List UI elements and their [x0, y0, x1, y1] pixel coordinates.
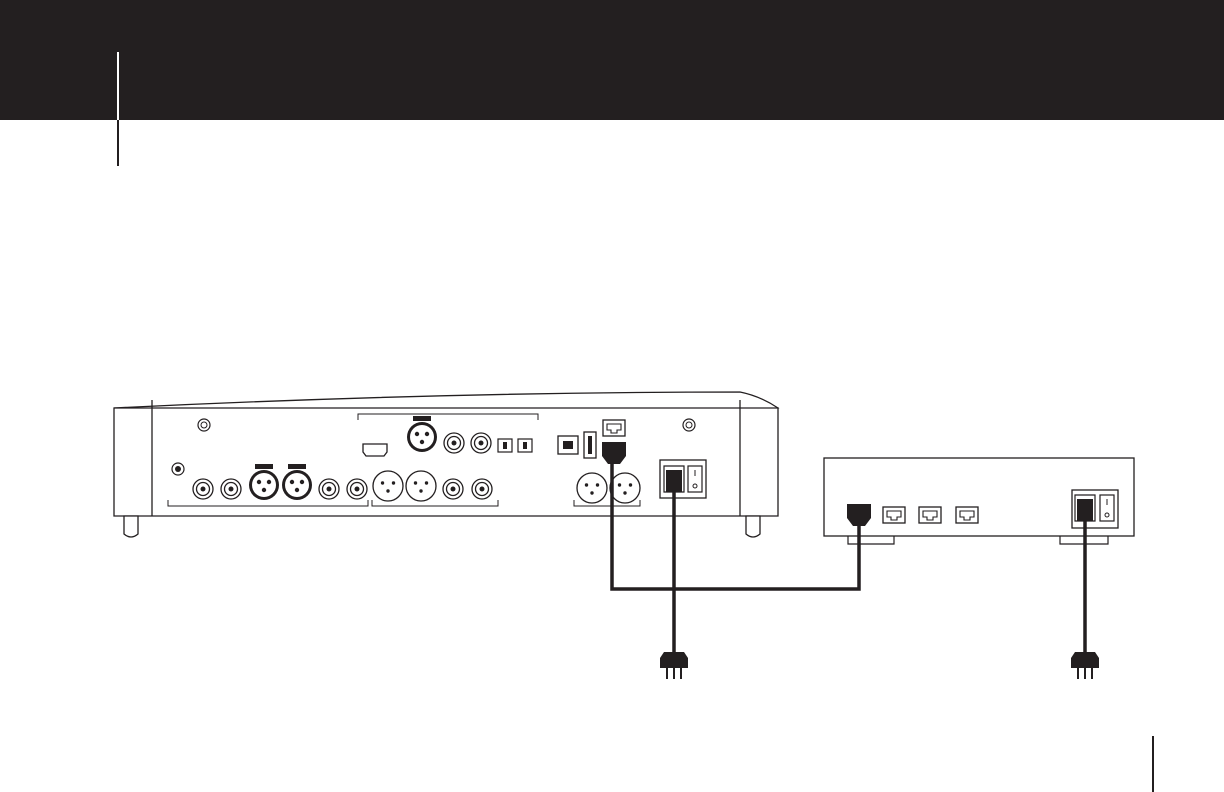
switch-ethernet-plug	[847, 504, 871, 526]
rca-input	[347, 479, 367, 499]
chassis-lid	[114, 392, 778, 410]
rca-input	[319, 479, 339, 499]
mains-plug	[1071, 652, 1099, 679]
rca-coax-input	[444, 433, 464, 453]
rca-output	[443, 479, 463, 499]
audio-component	[114, 392, 778, 537]
switch-body	[824, 458, 1134, 536]
power-cable-audio	[660, 490, 688, 679]
rca-coax-input	[471, 433, 491, 453]
rca-input	[221, 479, 241, 499]
chassis-body	[114, 408, 778, 516]
foot-right	[746, 516, 760, 537]
foot-left	[124, 516, 138, 537]
network-switch	[824, 458, 1134, 544]
ethernet-plug	[602, 442, 626, 464]
rca-input	[193, 479, 213, 499]
mains-plug	[660, 652, 688, 679]
rca-output	[472, 479, 492, 499]
